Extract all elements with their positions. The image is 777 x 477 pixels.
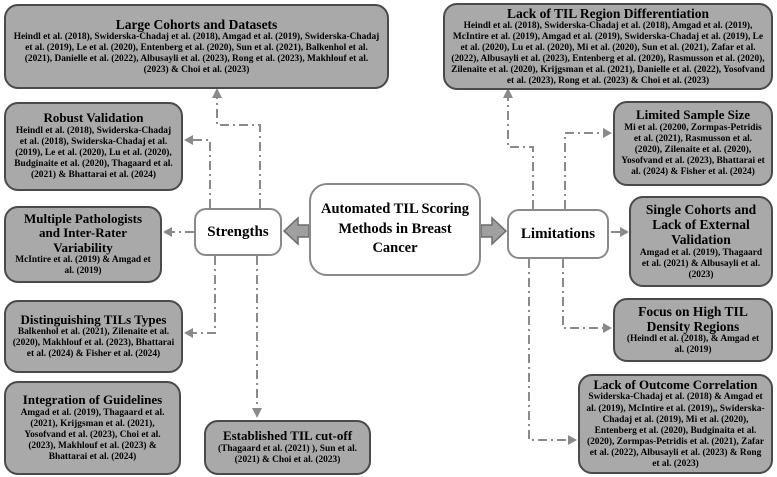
connector-strengths-to-large-cohorts: [216, 96, 261, 208]
box-distinguishing-tils-refs: Balkenhol et al. (2021), Zilenaite et al…: [12, 327, 175, 360]
box-focus-high-til-refs: (Heindl et al. (2018), & Amgad et al. (2…: [626, 334, 760, 356]
box-large-cohorts-refs: Heindl et al. (2018), Swiderska-Chadaj e…: [13, 31, 380, 76]
box-focus-high-til-title: Focus on High TIL Density Regions: [638, 303, 748, 334]
box-multiple-pathologists-refs: McIntire et al. (2019) & Amgad et al. (2…: [15, 255, 151, 277]
box-lack-outcome-correlation-title: Lack of Outcome Correlation: [593, 376, 758, 392]
arrowhead-left-distinguishing-tils: [184, 328, 193, 338]
arrowhead-up-large-cohorts: [212, 88, 222, 98]
node-center-title: Automated TIL Scoring Methods in Breast …: [309, 183, 481, 276]
box-lack-outcome-correlation: Lack of Outcome Correlation Swiderska-Ch…: [578, 374, 773, 474]
box-large-cohorts: Large Cohorts and Datasets Heindl et al.…: [4, 4, 389, 89]
box-limited-sample-size-refs: Mi et al. (20200, Zormpas-Petridis et al…: [621, 123, 765, 178]
block-arrow-center-to-limitations: [480, 216, 508, 246]
node-limitations-label: Limitations: [520, 225, 596, 242]
block-arrow-center-to-strengths: [282, 216, 310, 246]
arrowhead-right-focus-high-til: [603, 323, 612, 333]
box-lack-til-region-title: Lack of TIL Region Differentiation: [506, 5, 709, 21]
node-limitations: Limitations: [507, 209, 609, 259]
box-distinguishing-tils: Distinguishing TILs Types Balkenhol et a…: [4, 300, 183, 373]
connector-strengths-to-robust-validation: [190, 139, 211, 208]
connector-limitations-to-limited-sample: [564, 132, 606, 209]
center-title-text: Automated TIL Scoring Methods in Breast …: [321, 201, 469, 257]
box-single-cohorts-title: Single Cohorts and Lack of External Vali…: [645, 202, 757, 248]
box-multiple-pathologists-title: Multiple Pathologists and Inter-Rater Va…: [23, 210, 143, 255]
arrowhead-right-single-cohorts: [620, 227, 629, 237]
box-single-cohorts: Single Cohorts and Lack of External Vali…: [629, 196, 773, 287]
box-multiple-pathologists: Multiple Pathologists and Inter-Rater Va…: [4, 206, 162, 283]
box-focus-high-til: Focus on High TIL Density Regions (Heind…: [613, 298, 773, 362]
box-integration-guidelines: Integration of Guidelines Amgad et al. (…: [4, 381, 181, 475]
box-robust-validation-refs: Heindl et al. (2018), Swiderska-Chadaj e…: [14, 126, 173, 181]
arrowhead-right-limited-sample: [603, 128, 612, 138]
box-established-til-cutoff: Established TIL cut-off (Thagaard et al.…: [204, 420, 371, 475]
connector-limitations-to-lack-outcome: [528, 259, 571, 441]
box-large-cohorts-title: Large Cohorts and Datasets: [115, 16, 278, 32]
arrowhead-up-lack-til-region: [503, 88, 513, 98]
connector-limitations-to-lack-til-region: [507, 96, 534, 209]
box-robust-validation: Robust Validation Heindl et al. (2018), …: [4, 102, 183, 191]
box-limited-sample-size-title: Limited Sample Size: [635, 107, 751, 123]
box-lack-til-region: Lack of TIL Region Differentiation Heind…: [443, 3, 773, 90]
box-integration-guidelines-refs: Amgad et al. (2019), Thagaard et al. (20…: [20, 407, 165, 462]
box-robust-validation-title: Robust Validation: [43, 110, 144, 126]
box-single-cohorts-refs: Amgad et al. (2019), Thagaard et al. (20…: [639, 247, 763, 280]
box-established-til-cutoff-title: Established TIL cut-off: [222, 428, 353, 444]
node-strengths-label: Strengths: [207, 223, 269, 240]
arrowhead-right-lack-outcome: [568, 435, 577, 445]
connector-strengths-to-distinguishing-tils: [190, 256, 216, 334]
box-integration-guidelines-title: Integration of Guidelines: [22, 391, 163, 407]
box-lack-outcome-correlation-refs: Swiderska-Chadaj et al. (2018) & Amgad e…: [586, 392, 765, 470]
node-strengths: Strengths: [194, 208, 282, 256]
box-established-til-cutoff-refs: (Thagaard et al. (2021) ), Sun et al. (2…: [217, 443, 358, 465]
arrowhead-down-established-cutoff: [252, 408, 262, 418]
box-distinguishing-tils-title: Distinguishing TILs Types: [20, 311, 167, 327]
box-limited-sample-size: Limited Sample Size Mi et al. (20200, Zo…: [613, 101, 773, 186]
box-lack-til-region-refs: Heindl et al. (2018), Swiderska-Chadaj e…: [451, 20, 765, 87]
connector-limitations-to-focus-high-til: [562, 259, 606, 329]
arrowhead-left-robust-validation: [184, 135, 193, 145]
arrowhead-left-multiple-pathologists: [163, 227, 172, 237]
